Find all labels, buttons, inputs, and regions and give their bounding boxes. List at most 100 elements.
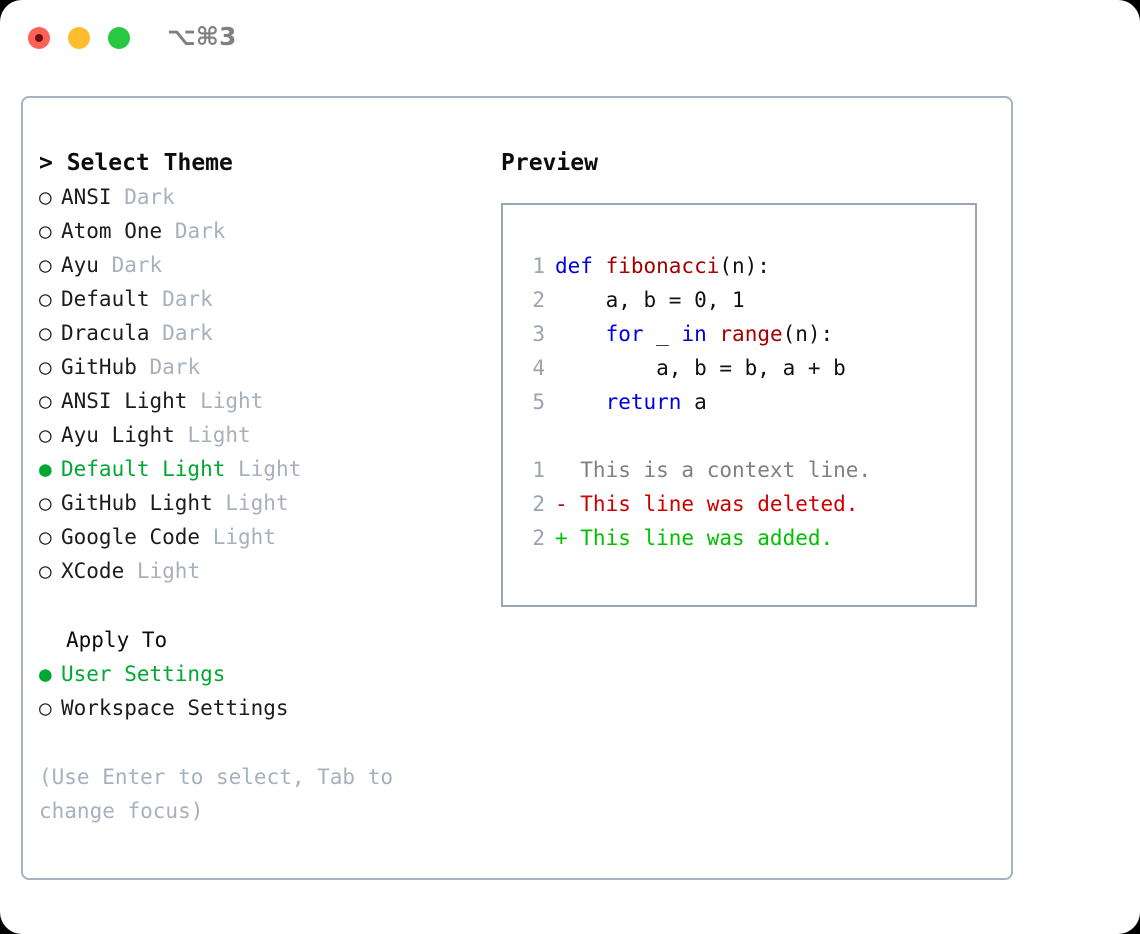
code-line: 3 for _ in range(n): [519, 317, 871, 351]
theme-list-item[interactable]: ●Default Light Light [39, 452, 479, 486]
theme-variant-label: Light [200, 389, 264, 413]
line-number: 1 [532, 254, 545, 278]
radio-unselected-icon: ○ [39, 389, 52, 413]
code-token [555, 390, 606, 414]
theme-name: Google Code [61, 525, 201, 549]
minimize-button[interactable] [68, 27, 90, 49]
apply-to-option-label: Workspace Settings [61, 696, 289, 720]
code-line: 4 a, b = b, a + b [519, 351, 871, 385]
code-token: (n): [782, 322, 834, 346]
apply-to-header: Apply To [66, 628, 168, 652]
radio-selected-icon: ● [39, 457, 52, 481]
code-token: in [681, 322, 707, 346]
theme-variant-label: Dark [162, 287, 213, 311]
diff-line-text: + This line was added. [555, 526, 834, 550]
theme-name: Ayu [61, 253, 99, 277]
line-number: 2 [532, 288, 545, 312]
code-token: a, b = 0, 1 [555, 288, 745, 312]
apply-to-option[interactable]: ● User Settings [39, 657, 479, 691]
apply-to-option-label: User Settings [61, 662, 226, 686]
theme-name: Atom One [61, 219, 163, 243]
line-number: 3 [532, 322, 545, 346]
theme-variant-label: Light [136, 559, 201, 583]
radio-unselected-icon: ○ [39, 219, 52, 243]
radio-unselected-icon: ○ [39, 491, 52, 515]
theme-list-item[interactable]: ○ Google Code Light [39, 520, 479, 554]
code-line: 2 a, b = 0, 1 [519, 283, 871, 317]
code-token: _ [643, 322, 682, 346]
theme-list-item[interactable]: ○ XCode Light [39, 554, 479, 588]
maximize-button[interactable] [108, 27, 130, 49]
code-line: 5 return a [519, 385, 871, 419]
code-spacer [519, 419, 871, 453]
radio-unselected-icon: ○ [39, 355, 52, 379]
keyboard-hint-text: (Use Enter to select, Tab to change focu… [39, 765, 394, 823]
radio-unselected-icon: ○ [39, 321, 52, 345]
select-theme-header: > Select Theme [39, 150, 233, 176]
theme-name: GitHub Light [61, 491, 213, 515]
theme-variant-label: Light [238, 457, 302, 481]
radio-selected-icon: ● [39, 662, 52, 686]
theme-name: Ayu Light [61, 423, 175, 447]
theme-picker: > Select Theme ○ANSI Dark○Atom One Dark○… [39, 146, 479, 588]
code-token: def [555, 254, 606, 278]
diff-line: 2 - This line was deleted. [519, 487, 871, 521]
apply-to-option[interactable]: ○ Workspace Settings [39, 691, 479, 725]
theme-list-item[interactable]: ○ Default Dark [39, 282, 479, 316]
code-token: for [605, 322, 644, 346]
apply-to-option-list: ● User Settings ○ Workspace Settings [39, 657, 479, 725]
theme-name: Default [61, 287, 150, 311]
diff-line: 2 + This line was added. [519, 521, 871, 555]
theme-variant-label: Dark [124, 185, 175, 209]
diff-line-text: This is a context line. [555, 458, 872, 482]
theme-list-item[interactable]: ○Ayu Light Light [39, 418, 479, 452]
theme-variant-label: Dark [174, 219, 226, 243]
radio-unselected-icon: ○ [39, 287, 52, 311]
theme-name: ANSI [61, 185, 112, 209]
preview-section: Preview [501, 146, 991, 180]
title-bar: ⌥⌘3 [0, 0, 1140, 78]
theme-variant-label: Dark [162, 321, 213, 345]
theme-list-item[interactable]: ○ Atom One Dark [39, 214, 479, 248]
theme-variant-label: Dark [111, 253, 163, 277]
theme-list-item[interactable]: ○ ANSI Light Light [39, 384, 479, 418]
code-token [555, 322, 606, 346]
code-token: range [719, 322, 783, 346]
code-token: a [681, 390, 707, 414]
diff-line: 1 This is a context line. [519, 453, 871, 487]
main-panel: > Select Theme ○ANSI Dark○Atom One Dark○… [21, 96, 1013, 880]
radio-unselected-icon: ○ [39, 253, 52, 277]
theme-list-item[interactable]: ○ GitHub Dark [39, 350, 479, 384]
code-token: return [605, 390, 682, 414]
theme-list-item[interactable]: ○ Dracula Dark [39, 316, 479, 350]
theme-name: GitHub [61, 355, 137, 379]
preview-header: Preview [501, 150, 598, 176]
theme-variant-label: Dark [149, 355, 201, 379]
code-token: (n): [719, 254, 770, 278]
radio-unselected-icon: ○ [39, 559, 52, 583]
radio-unselected-icon: ○ [39, 525, 52, 549]
keyboard-shortcut-label: ⌥⌘3 [167, 22, 237, 51]
theme-list-item[interactable]: ○GitHub Light Light [39, 486, 479, 520]
line-number: 2 [532, 526, 545, 550]
theme-name: XCode [61, 559, 125, 583]
theme-list-item[interactable]: ○ANSI Dark [39, 180, 479, 214]
line-number: 2 [532, 492, 545, 516]
theme-variant-label: Light [187, 423, 251, 447]
theme-name: Dracula [61, 321, 150, 345]
theme-name: ANSI Light [61, 389, 188, 413]
code-token [707, 322, 720, 346]
code-token: fibonacci [605, 254, 720, 278]
radio-unselected-icon: ○ [39, 696, 52, 720]
diff-sample: 1 This is a context line. 2 - This line wa… [519, 453, 871, 555]
line-number: 4 [532, 356, 545, 380]
close-button[interactable] [28, 27, 50, 49]
diff-line-text: - This line was deleted. [555, 492, 859, 516]
theme-list-item[interactable]: ○ Ayu Dark [39, 248, 479, 282]
theme-variant-label: Light [212, 525, 276, 549]
apply-to-group: Apply To ● User Settings ○ Workspace Settin… [39, 623, 479, 725]
